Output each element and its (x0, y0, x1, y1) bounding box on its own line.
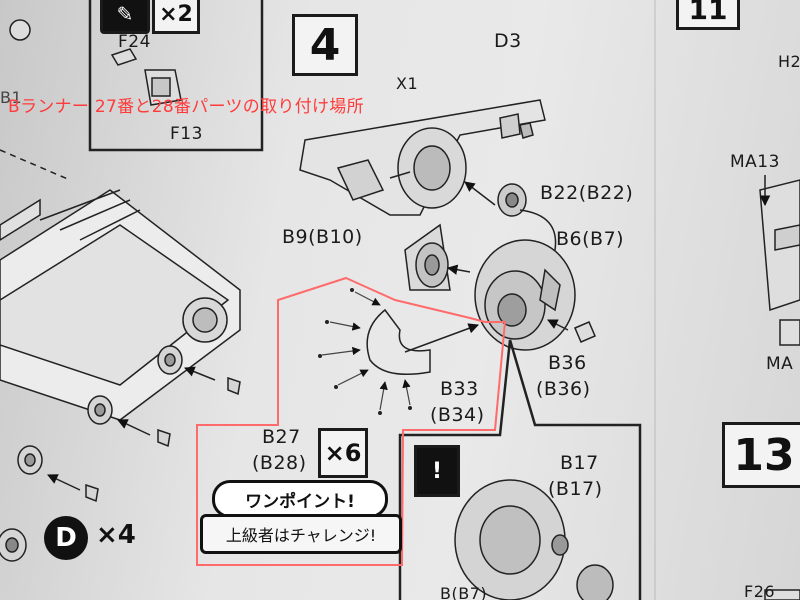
part-label-f24: F24 (118, 32, 151, 52)
part-label-x1: X1 (396, 74, 419, 93)
part-label-ma: MA (766, 354, 794, 374)
hull-side-drawing (299, 99, 546, 216)
part-label-b7-bottom: B(B7) (440, 584, 488, 600)
caution-icon: ! (414, 445, 460, 497)
part-b33-drawing (318, 288, 479, 415)
part-b9-drawing (404, 223, 471, 291)
top-left-parts (9, 19, 182, 106)
part-label-b28: (B28) (252, 452, 307, 474)
part-label-d3: D3 (494, 30, 522, 52)
quantity-x4: ×4 (96, 520, 136, 550)
onepoint-title: ワンポイント! (212, 480, 388, 518)
runner-d-label: D (55, 523, 77, 553)
highlight-outline (196, 276, 507, 566)
substep-frame-2 (398, 339, 642, 600)
hull-drawing (0, 149, 241, 421)
quantity-x2-box: ×2 (152, 0, 200, 34)
part-label-b27: B27 (262, 426, 301, 448)
prev-step-number: 11 (688, 0, 728, 26)
part-b22-drawing (497, 183, 557, 259)
part-label-b6: B6(B7) (556, 228, 625, 250)
substep-frame (88, 0, 264, 152)
part-label-b17-alt: (B17) (548, 478, 603, 500)
quantity-x2: ×2 (159, 1, 193, 27)
part-label-b9: B9(B10) (282, 226, 363, 248)
part-label-f13: F13 (170, 124, 203, 144)
prev-step-box: 11 (676, 0, 740, 30)
part-label-b1: B1 (0, 88, 23, 107)
part-label-b34: (B34) (430, 404, 485, 426)
part-label-b36: B36 (548, 352, 587, 374)
part-b17-drawing (454, 479, 614, 600)
step-number: 4 (309, 19, 341, 71)
part-label-f26: F26 (744, 582, 776, 600)
step-number-box: 4 (292, 14, 358, 76)
part-label-b22: B22(B22) (540, 182, 634, 204)
quantity-x6: ×6 (324, 439, 362, 467)
glue-icon: ✎ (100, 0, 150, 34)
red-annotation: Bランナー 27番と28番パーツの取り付け場所 (8, 97, 364, 117)
right-page-drawing (759, 175, 800, 600)
onepoint-text: 上級者はチャレンジ! (200, 514, 402, 554)
part-label-b36-alt: (B36) (536, 378, 591, 400)
quantity-x6-box: ×6 (318, 428, 368, 478)
part-label-b33: B33 (440, 378, 479, 400)
next-step-number: 13 (733, 429, 795, 481)
part-label-ma13: MA13 (730, 152, 780, 172)
part-label-h2: H2 (778, 52, 800, 71)
part-label-b17: B17 (560, 452, 599, 474)
part-b6-drawing (474, 239, 596, 351)
next-step-box: 13 (722, 422, 800, 488)
suspension-parts (0, 345, 241, 562)
onepoint-callout: ワンポイント! 上級者はチャレンジ! (200, 480, 402, 554)
runner-d-badge: D (44, 516, 88, 560)
